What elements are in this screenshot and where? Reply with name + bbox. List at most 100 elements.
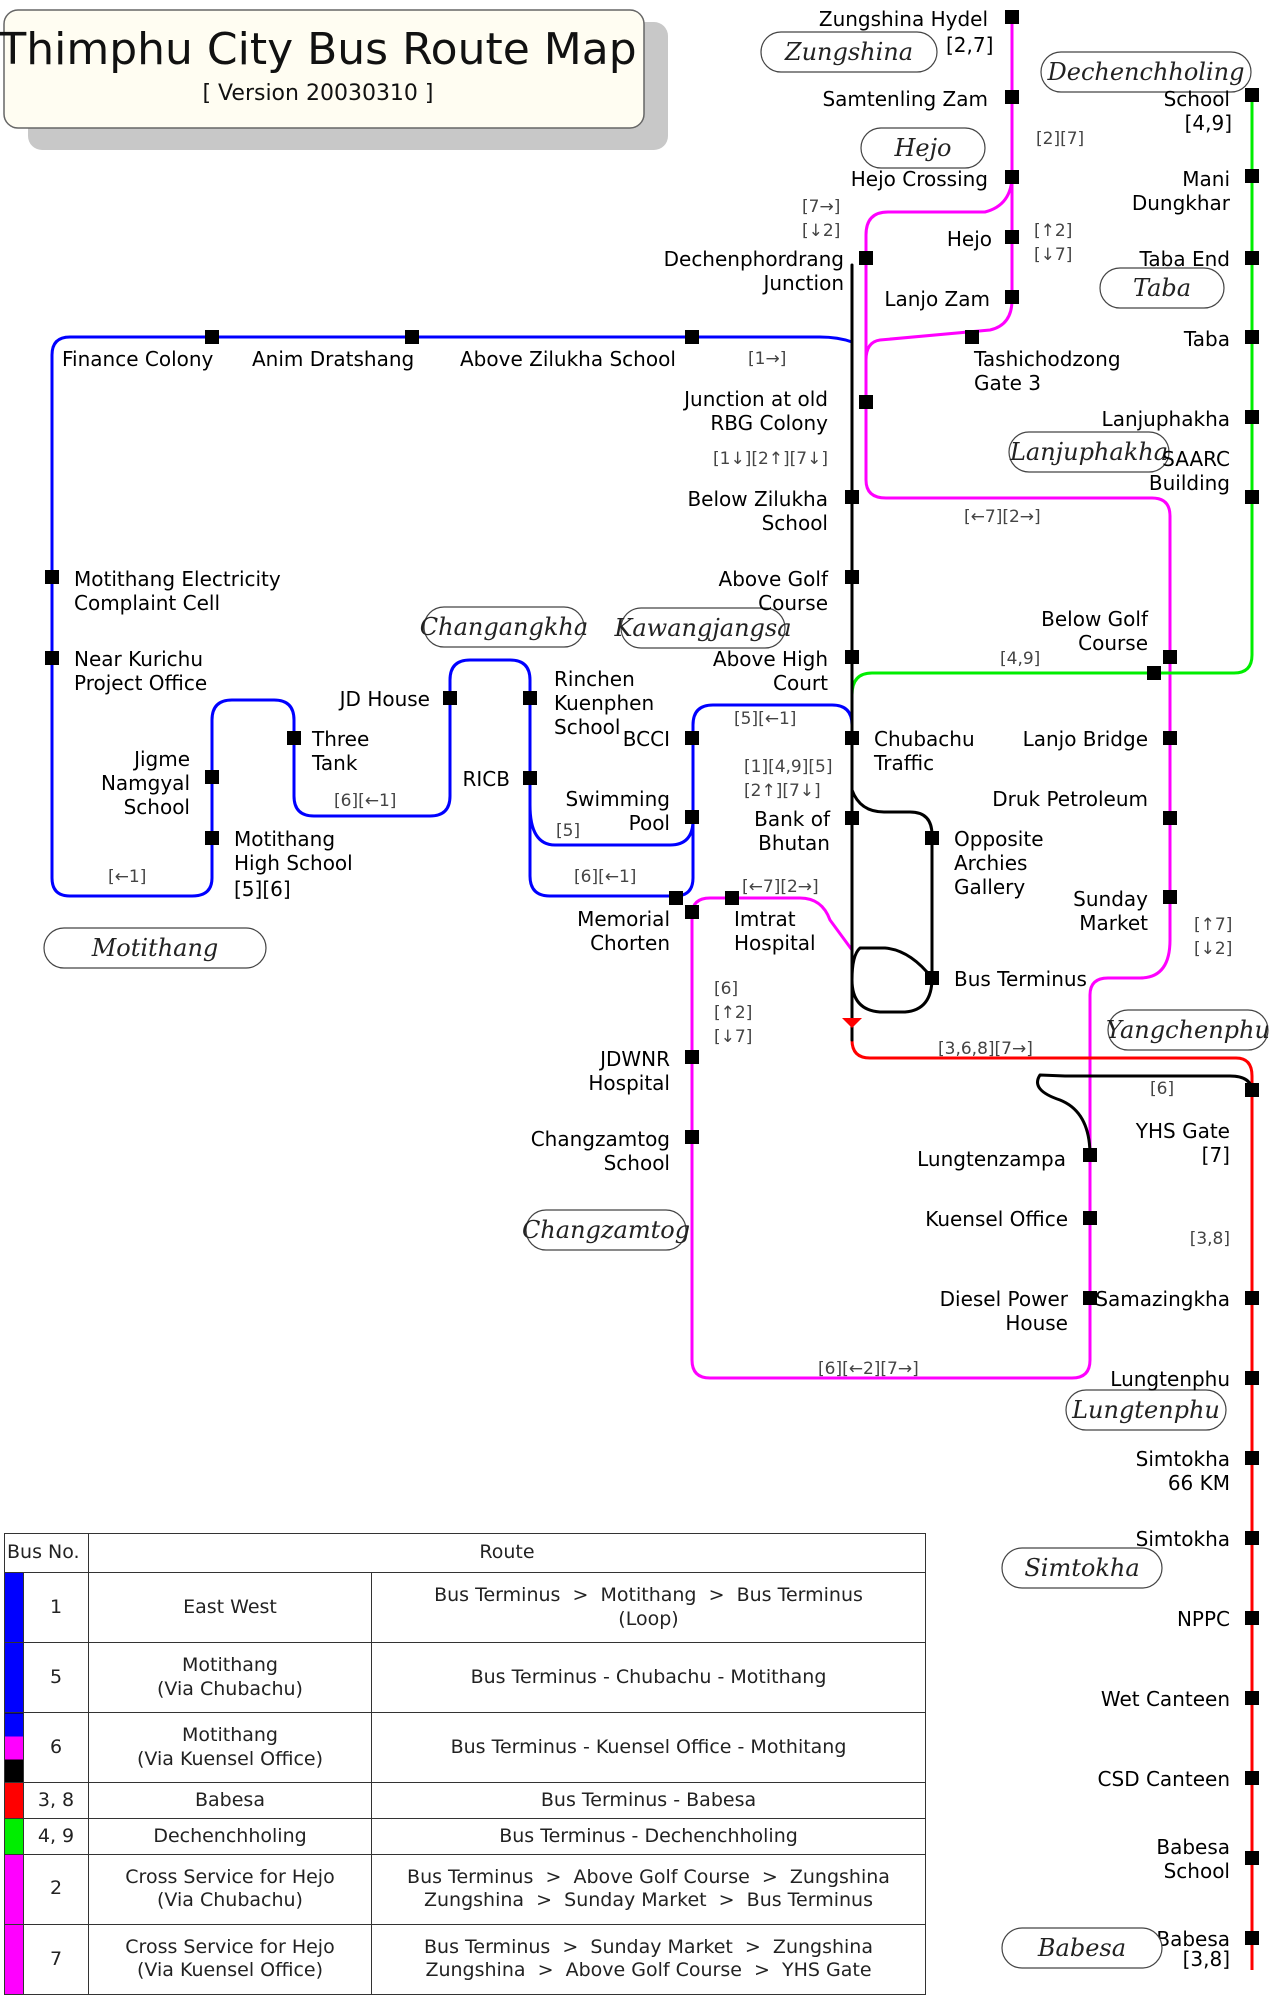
- stop-label-simtokha: Simtokha: [1136, 1530, 1230, 1551]
- route-note-dechenchholing: [4,9]: [1185, 111, 1232, 135]
- station-marker-near-kurichu[interactable]: [45, 651, 59, 665]
- station-marker-samtenling-zam[interactable]: [1005, 90, 1019, 104]
- stop-label-line: Gallery: [954, 875, 1025, 899]
- legend-color-swatch: [4, 1571, 24, 1644]
- legend-route-name: Cross Service for Hejo(Via Kuensel Offic…: [88, 1923, 372, 1996]
- area-label-taba: Taba: [1099, 267, 1225, 309]
- route-note-lanjuphakha: [←7][2→]: [964, 507, 1041, 527]
- station-marker-babesa[interactable]: [1245, 1931, 1259, 1945]
- station-marker-saarc-building[interactable]: [1245, 490, 1259, 504]
- stop-label-line: CSD Canteen: [1098, 1767, 1230, 1791]
- station-marker-changzamtog-school[interactable]: [685, 1130, 699, 1144]
- legend-bus-number: 1: [23, 1571, 89, 1644]
- station-marker-swimming-pool[interactable]: [685, 810, 699, 824]
- station-marker-taba[interactable]: [1245, 330, 1259, 344]
- station-marker-below-golf-course[interactable]: [1163, 650, 1177, 664]
- station-marker-ricb[interactable]: [523, 771, 537, 785]
- area-label-text: Lanjuphakha: [1009, 438, 1168, 466]
- station-marker-motithang-electricity[interactable]: [45, 570, 59, 584]
- route-note-sunday-market-b: [↓2]: [1194, 939, 1232, 959]
- route-note-jdwnr-b: [↑2]: [714, 1003, 752, 1023]
- station-marker-yhs-gate[interactable]: [1245, 1083, 1259, 1097]
- station-marker-lungtenzampa[interactable]: [1083, 1148, 1097, 1162]
- station-marker-anim-dratshang[interactable]: [405, 330, 419, 344]
- station-marker-below-zilukha-school[interactable]: [845, 490, 859, 504]
- stop-label-line: School: [1164, 1859, 1230, 1883]
- stop-label-line: Complaint Cell: [74, 591, 220, 615]
- legend-route-description: Bus Terminus - Kuensel Office - Mothitan…: [371, 1712, 926, 1784]
- area-label-dechenchholing: Dechenchholing: [1040, 51, 1252, 93]
- station-marker-jd-house[interactable]: [443, 691, 457, 705]
- route-note-memorial-chorten: [6][←1]: [574, 867, 636, 887]
- stop-label-finance-colony: Finance Colony: [62, 347, 214, 371]
- station-marker-babesa-school[interactable]: [1245, 1851, 1259, 1865]
- station-marker-diesel-power-house[interactable]: [1083, 1291, 1097, 1305]
- station-marker-lanjuphakha[interactable]: [1245, 410, 1259, 424]
- station-marker-zungshina-hydel[interactable]: [1005, 10, 1019, 24]
- station-marker-wet-canteen[interactable]: [1245, 1691, 1259, 1705]
- legend-color-swatch: [4, 1712, 24, 1784]
- station-marker-finance-colony[interactable]: [205, 330, 219, 344]
- station-marker-simtokha-66-km[interactable]: [1245, 1451, 1259, 1465]
- station-marker-kuensel-office[interactable]: [1083, 1211, 1097, 1225]
- station-marker-above-golf-course[interactable]: [845, 570, 859, 584]
- station-marker-bus-terminus[interactable]: [925, 971, 939, 985]
- station-marker-bcci[interactable]: [685, 731, 699, 745]
- station-marker-chubachu-traffic[interactable]: [845, 731, 859, 745]
- station-marker-hejo[interactable]: [1005, 230, 1019, 244]
- stop-label-bus-terminus: Bus Terminus: [954, 967, 1087, 991]
- station-marker-bank-of-bhutan[interactable]: [845, 811, 859, 825]
- stop-label-line: Memorial: [577, 907, 670, 931]
- station-marker-hejo-crossing[interactable]: [1005, 170, 1019, 184]
- route-note-bcci: [5][←1]: [734, 709, 796, 729]
- route-note-yhs-gate: [7]: [1202, 1143, 1230, 1167]
- stop-label-line: Chubachu: [874, 727, 975, 751]
- station-marker-junction[interactable]: [1147, 666, 1161, 680]
- stop-label-lanjuphakha: Lanjuphakha: [1102, 407, 1230, 431]
- station-marker-lanjo-zam[interactable]: [1005, 290, 1019, 304]
- station-marker-rinchen-kuenphen-school[interactable]: [523, 691, 537, 705]
- legend-bus-number: 5: [23, 1642, 89, 1714]
- stations: [45, 10, 1259, 1465]
- legend-bus-number: 3, 8: [23, 1782, 89, 1819]
- station-marker-three-tank[interactable]: [287, 731, 301, 745]
- station-marker-nppc[interactable]: [1245, 1611, 1259, 1625]
- station-marker-simtokha[interactable]: [1245, 1531, 1259, 1545]
- route-note-golf-course: [4,9]: [1000, 649, 1040, 669]
- route-note-imtrat: [←7][2→]: [742, 877, 819, 897]
- station-marker-above-zilukha-school[interactable]: [685, 330, 699, 344]
- station-marker-tashichodzong-gate-3[interactable]: [965, 330, 979, 344]
- station-marker-mani-dungkhar[interactable]: [1245, 169, 1259, 183]
- stop-label-line: Project Office: [74, 671, 207, 695]
- station-marker-druk-petroleum[interactable]: [1163, 811, 1177, 825]
- area-label-babesa: Babesa: [1001, 1927, 1163, 1969]
- station-marker-motithang-high-school[interactable]: [205, 831, 219, 845]
- route-map: Thimphu City Bus Route Map [ Version 200…: [0, 7, 1270, 1530]
- legend-route-description-line: Zungshina > Above Golf Course > YHS Gate: [425, 1959, 872, 1982]
- station-marker-dechenphordrang-junction[interactable]: [859, 251, 873, 265]
- station-marker-junction[interactable]: [669, 891, 683, 905]
- station-marker-above-high-court[interactable]: [845, 650, 859, 664]
- station-marker-jdwnr-hospital[interactable]: [685, 1050, 699, 1064]
- station-marker-samazingkha[interactable]: [1245, 1291, 1259, 1305]
- station-marker-dechenchholing-school[interactable]: [1245, 88, 1259, 102]
- station-marker-taba-end[interactable]: [1245, 251, 1259, 265]
- station-marker-sunday-market[interactable]: [1163, 890, 1177, 904]
- route-note-rbg-colony: [1↓][2↑][7↓]: [713, 449, 828, 469]
- stop-label-samtenling-zam: Samtenling Zam: [822, 87, 988, 111]
- station-marker-junction-rbg-colony[interactable]: [859, 395, 873, 409]
- station-marker-jigme-namgyal-school[interactable]: [205, 770, 219, 784]
- station-marker-csd-canteen[interactable]: [1245, 1771, 1259, 1785]
- station-marker-imtrat-hospital[interactable]: [725, 891, 739, 905]
- station-marker-lanjo-bridge[interactable]: [1163, 731, 1177, 745]
- station-marker-lungtenphu[interactable]: [1245, 1371, 1259, 1385]
- station-marker-opposite-archies-gallery[interactable]: [925, 831, 939, 845]
- stop-label-line: Chorten: [590, 931, 670, 955]
- legend-bus-number: 2: [23, 1853, 89, 1925]
- station-marker-memorial-chorten[interactable]: [685, 905, 699, 919]
- route-line-blue-pool: [528, 803, 695, 847]
